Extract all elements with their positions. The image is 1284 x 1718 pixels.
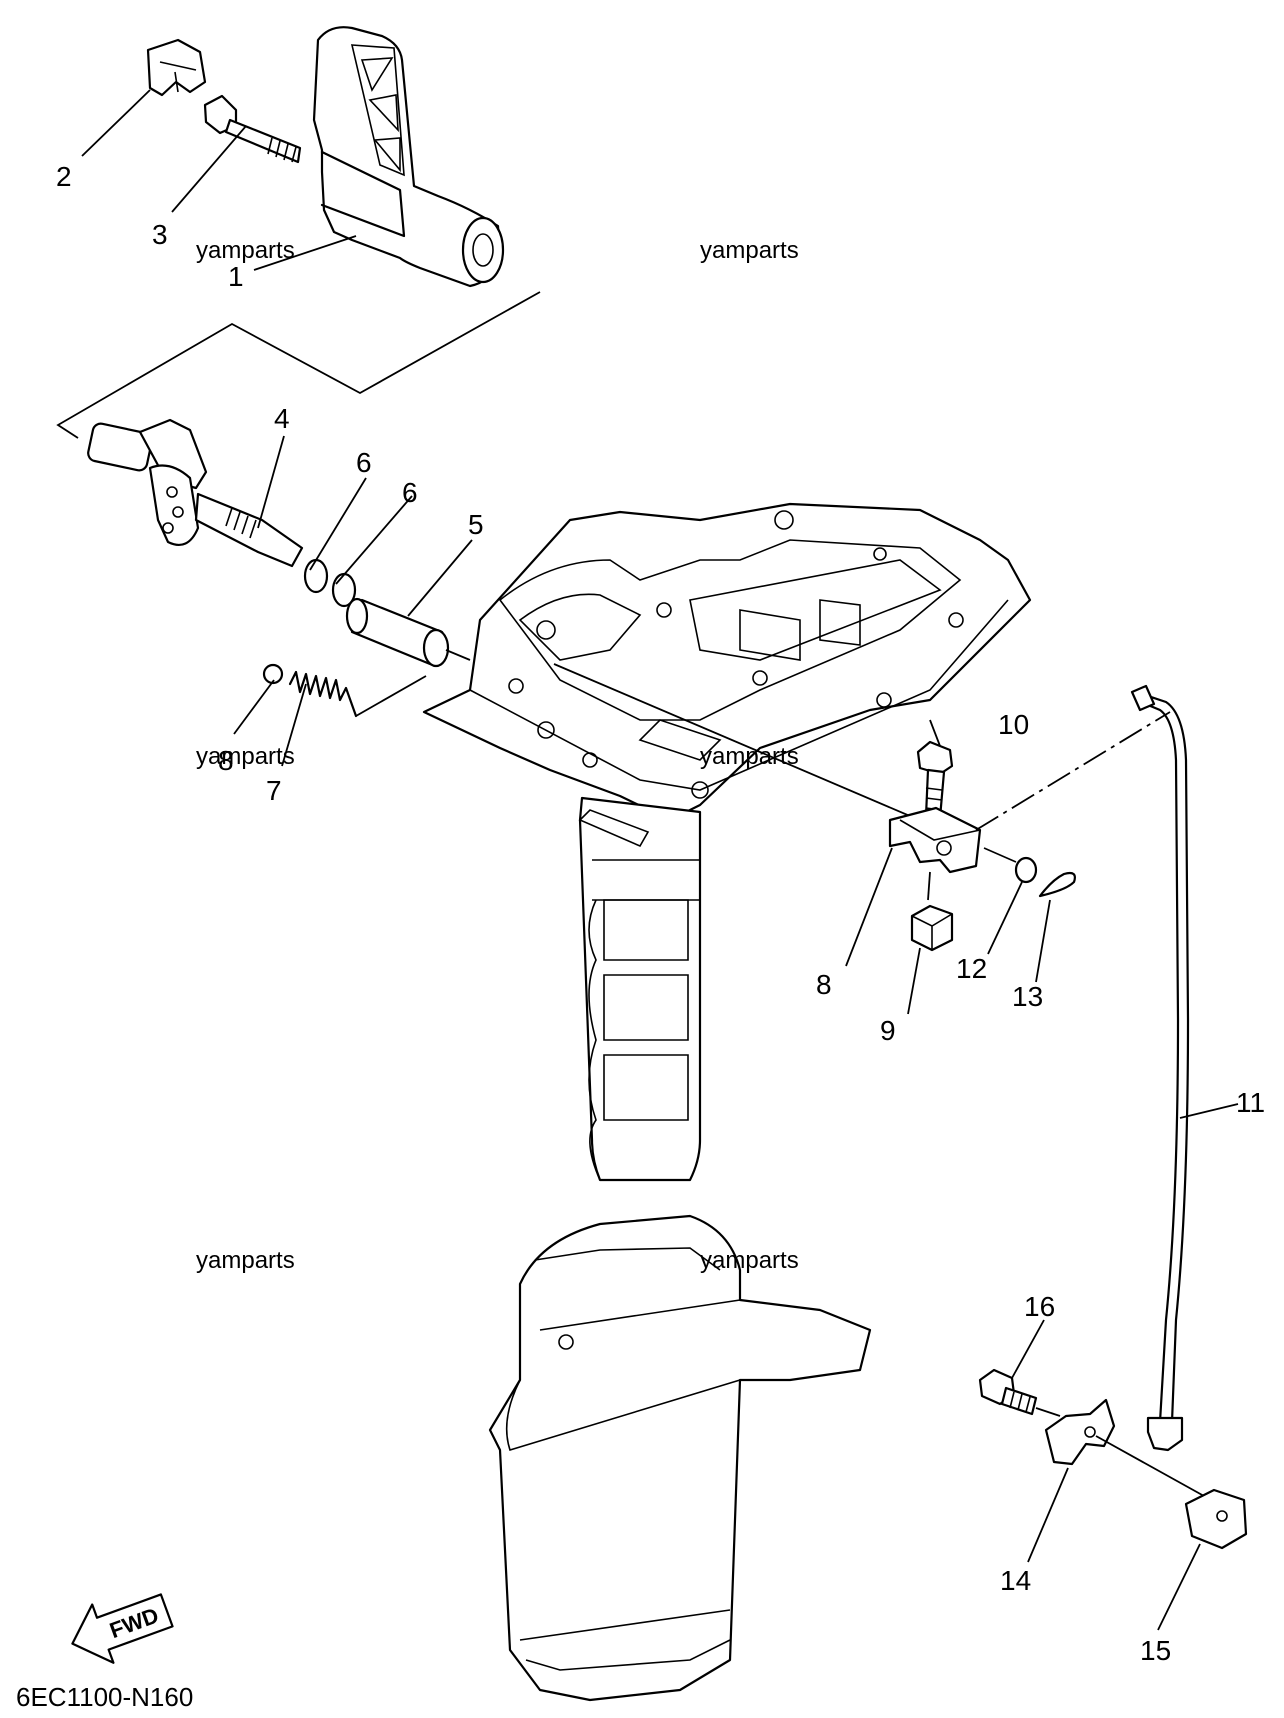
- bracket-axis-line-2: [927, 871, 931, 901]
- callout-10: 9: [880, 1015, 896, 1046]
- ball-part-8: [262, 663, 284, 685]
- watermark-text: yamparts: [700, 743, 799, 770]
- callout-17: 16: [1024, 1291, 1055, 1322]
- upper-casing: [422, 502, 1032, 822]
- watermark-text: yamparts: [196, 1247, 295, 1274]
- watermark-text: yamparts: [196, 237, 295, 264]
- part-code: 6EC1100-N160: [16, 1682, 193, 1712]
- callout-9: 8: [816, 969, 832, 1000]
- clamp-axis-line: [1095, 1435, 1205, 1497]
- callout-3: 3: [152, 219, 168, 250]
- callout-15: 14: [1000, 1565, 1031, 1596]
- rod-axis-line: [975, 711, 1171, 831]
- bolt-part-3: [203, 94, 302, 164]
- sleeve-axis-line: [445, 649, 471, 661]
- bracket-part-9: [888, 806, 982, 874]
- bolt-part-11: [916, 740, 954, 820]
- washer-part-13: [1014, 856, 1038, 884]
- callout-2: 2: [56, 161, 72, 192]
- callout-5: 5: [468, 509, 484, 540]
- watermark-text: yamparts: [196, 743, 295, 770]
- clamp-part-15: [1044, 1398, 1116, 1466]
- callout-8: 8: [218, 745, 234, 776]
- fwd-arrow-icon: [71, 1593, 174, 1664]
- lever-shaft-part-4: [87, 418, 304, 568]
- callout-12: 11: [1236, 1087, 1265, 1118]
- driveshaft-housing: [578, 796, 702, 1182]
- clip-part-2: [146, 38, 207, 97]
- callout-leaders: [81, 89, 1239, 1631]
- callout-11: 10: [998, 709, 1029, 740]
- callout-16: 15: [1140, 1635, 1171, 1666]
- assembly-box-line: [56, 291, 541, 439]
- lower-casing: [488, 1214, 872, 1702]
- callout-numbers: 1 2 3 4 6 6 5 8 7 10 8 12 13 9 11 16 14 …: [56, 161, 1265, 1666]
- sleeve-part-5: [345, 597, 450, 668]
- callout-6b: 6: [402, 477, 418, 508]
- bolt-axis-line-17: [1035, 1407, 1061, 1417]
- callout-13: 12: [956, 953, 987, 984]
- watermark-text: yamparts: [700, 237, 799, 264]
- handle-bracket-part-1: [312, 26, 505, 288]
- watermarks: yamparts yamparts yamparts yamparts yamp…: [196, 237, 799, 1274]
- callout-7: 7: [266, 775, 282, 806]
- o-ring-part-6a: [303, 558, 329, 594]
- shift-rod-part-12: [1130, 684, 1190, 1452]
- spring-axis-line: [355, 675, 427, 717]
- callout-14: 13: [1012, 981, 1043, 1012]
- callout-4: 4: [274, 403, 290, 434]
- cotter-pin-part-14: [1038, 871, 1076, 898]
- bolt-part-17: [978, 1368, 1038, 1416]
- spring-part-7: [288, 670, 358, 718]
- watermark-text: yamparts: [700, 1247, 799, 1274]
- bracket-axis-line: [553, 663, 925, 823]
- fwd-arrow: FWD: [71, 1593, 174, 1664]
- callout-1: 1: [228, 261, 244, 292]
- clamp-part-16: [1184, 1488, 1248, 1550]
- callout-6a: 6: [356, 447, 372, 478]
